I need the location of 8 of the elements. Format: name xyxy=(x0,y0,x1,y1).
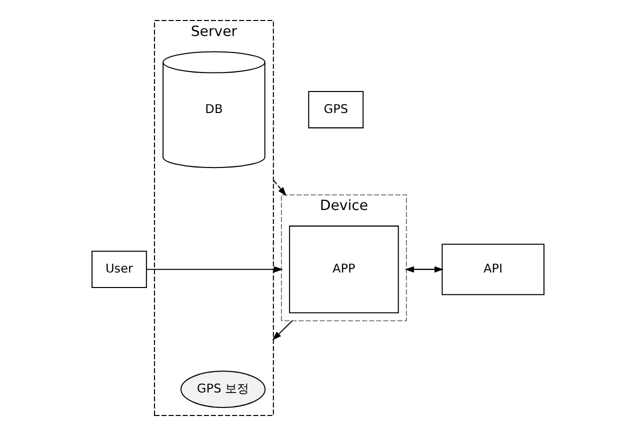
node-box: User xyxy=(92,250,147,288)
node-box: API xyxy=(442,244,544,296)
node-ellipse: GPS 보정 xyxy=(180,370,266,408)
node-box: APP xyxy=(289,226,399,314)
arrow xyxy=(146,266,283,273)
node-box: GPS xyxy=(308,91,364,128)
arrow xyxy=(272,320,293,340)
arrow xyxy=(273,180,286,196)
